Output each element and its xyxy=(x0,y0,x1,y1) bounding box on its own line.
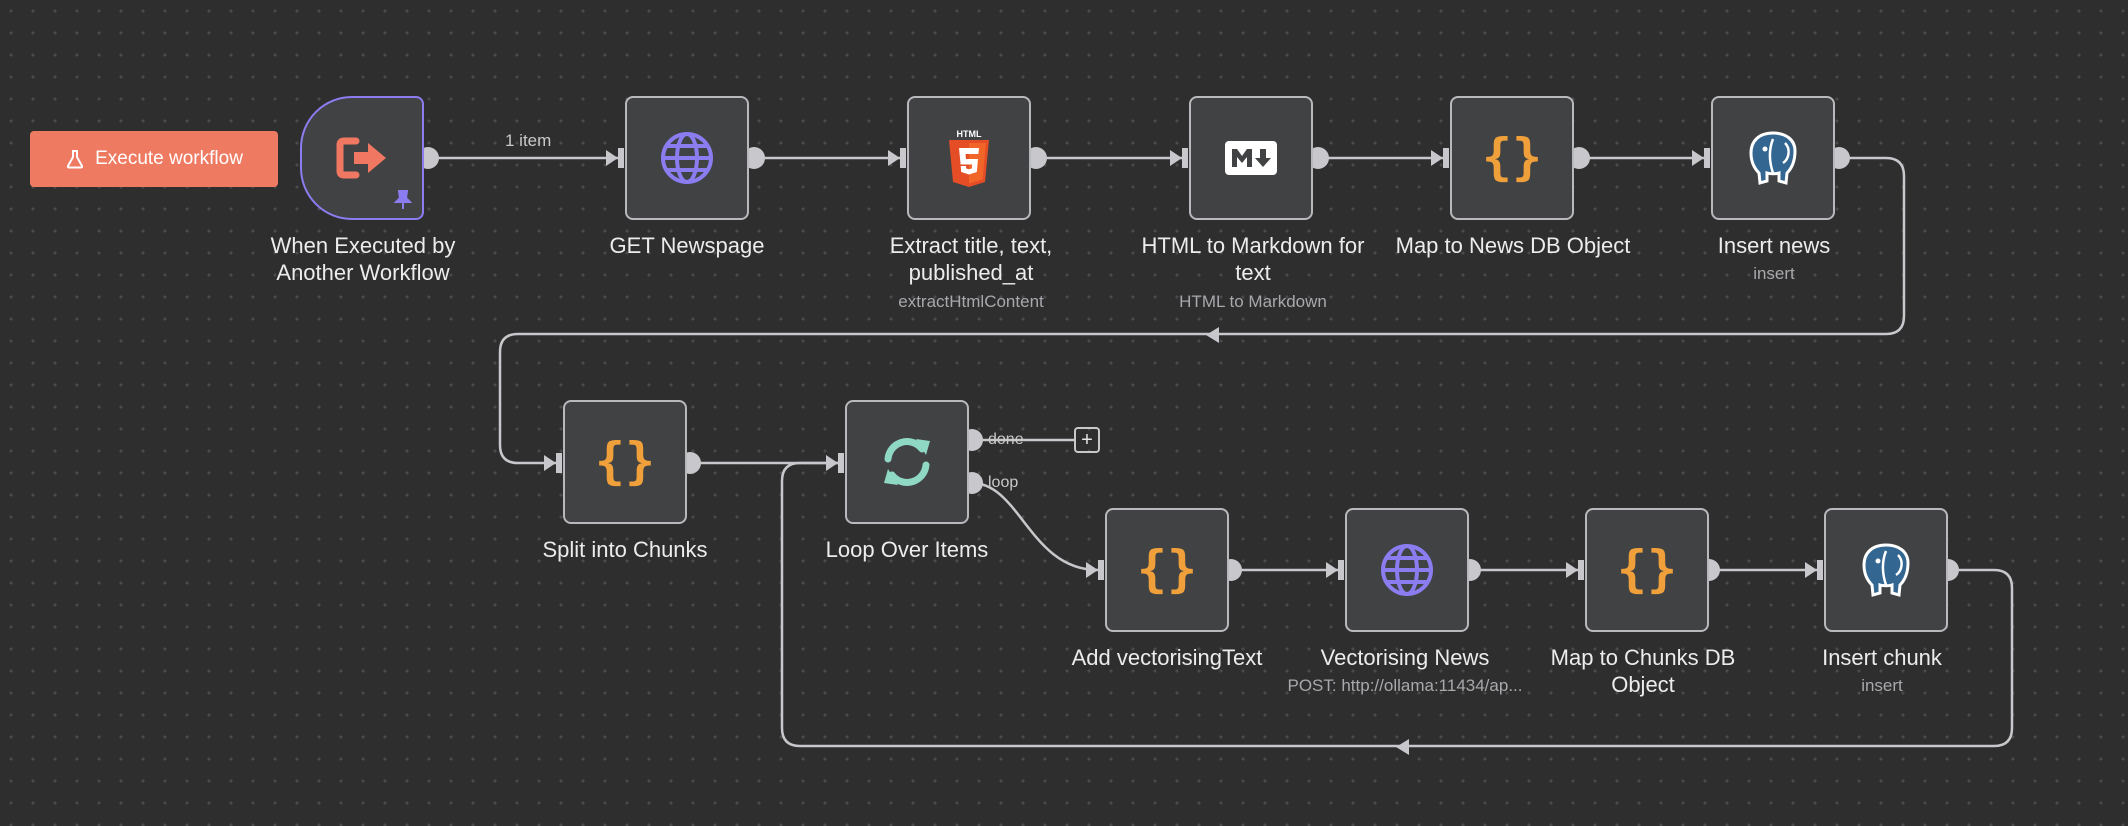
execute-workflow-label: Execute workflow xyxy=(95,148,243,169)
node-when-executed-trigger[interactable] xyxy=(300,96,424,220)
loop-arrows-icon xyxy=(884,438,930,486)
execute-workflow-button[interactable]: Execute workflow xyxy=(30,131,278,187)
svg-text:{}: {} xyxy=(1484,130,1540,186)
node-insert-chunk[interactable] xyxy=(1824,508,1948,632)
braces-icon: {} xyxy=(597,434,653,490)
braces-icon: {} xyxy=(1484,130,1540,186)
node-label: Insert news xyxy=(1717,233,1831,258)
node-subtitle: insert xyxy=(1861,676,1903,695)
node-vectorising-news[interactable] xyxy=(1345,508,1469,632)
node-label: Extract title, text,published_at xyxy=(889,233,1053,285)
loop-loop-output-label: loop xyxy=(988,474,1019,491)
edge-insert-to-split xyxy=(498,156,1906,465)
node-map-to-news-db-object[interactable]: {} xyxy=(1450,96,1574,220)
svg-text:{}: {} xyxy=(1619,542,1675,598)
exit-arrow-icon xyxy=(336,137,386,179)
node-subtitle: extractHtmlContent xyxy=(898,292,1044,311)
globe-icon xyxy=(1381,544,1433,596)
node-subtitle: HTML to Markdown xyxy=(1179,292,1327,311)
edge-loop-to-vectorising-text xyxy=(971,481,1099,572)
svg-text:HTML: HTML xyxy=(957,129,982,139)
node-subtitle: POST: http://ollama:11434/ap... xyxy=(1287,676,1523,695)
node-split-into-chunks[interactable]: {} xyxy=(563,400,687,524)
node-get-newspage[interactable] xyxy=(625,96,749,220)
node-label: Split into Chunks xyxy=(542,537,708,562)
node-extract-html-content[interactable]: HTML xyxy=(907,96,1031,220)
node-label: Add vectorisingText xyxy=(1071,645,1263,670)
braces-icon: {} xyxy=(1139,542,1195,598)
edge-insertchunk-to-loop xyxy=(780,461,2014,748)
pin-icon xyxy=(394,190,412,209)
node-label: Vectorising News xyxy=(1320,645,1490,670)
flask-icon xyxy=(66,150,84,169)
svg-text:{}: {} xyxy=(597,434,653,490)
node-loop-over-items[interactable] xyxy=(845,400,969,524)
node-map-to-chunks-db-object[interactable]: {} xyxy=(1585,508,1709,632)
globe-icon xyxy=(661,132,713,184)
braces-icon: {} xyxy=(1619,542,1675,598)
node-subtitle: insert xyxy=(1753,264,1795,283)
postgres-elephant-icon xyxy=(1749,131,1797,185)
add-node-button[interactable]: + xyxy=(1074,427,1100,453)
node-html-to-markdown[interactable] xyxy=(1189,96,1313,220)
svg-text:{}: {} xyxy=(1139,542,1195,598)
node-label: GET Newspage xyxy=(609,233,765,258)
postgres-elephant-icon xyxy=(1862,543,1910,597)
html5-icon: HTML xyxy=(949,129,989,187)
markdown-icon xyxy=(1225,141,1277,175)
node-insert-news[interactable] xyxy=(1711,96,1835,220)
edge-item-count-label: 1 item xyxy=(505,131,552,150)
node-label: Loop Over Items xyxy=(825,537,989,562)
node-label: Map to News DB Object xyxy=(1395,233,1631,258)
node-label: Insert chunk xyxy=(1822,645,1942,670)
node-add-vectorising-text[interactable]: {} xyxy=(1105,508,1229,632)
loop-done-output-label: done xyxy=(988,431,1024,448)
arrowhead xyxy=(1206,327,1219,343)
arrowhead xyxy=(1396,739,1409,755)
